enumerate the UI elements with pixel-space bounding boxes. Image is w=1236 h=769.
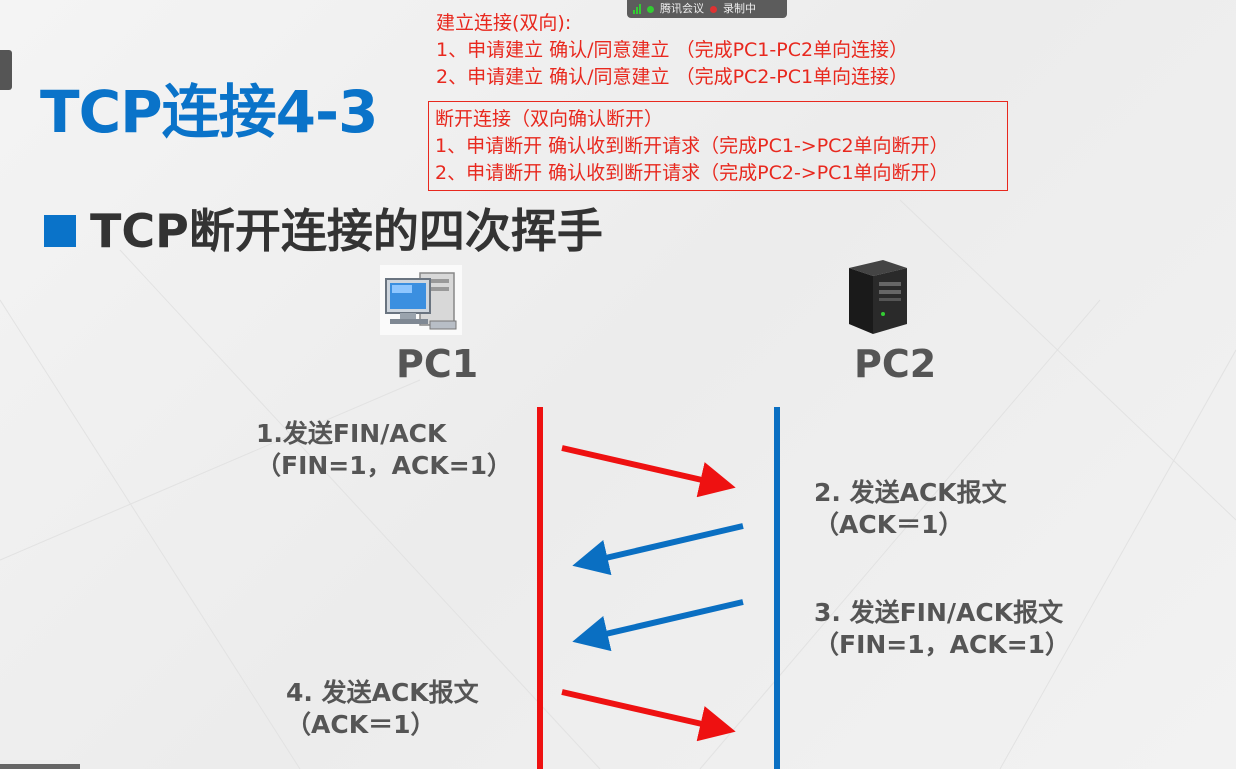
establish-line-2: 2、申请建立 确认/同意建立 （完成PC2-PC1单向连接）	[436, 66, 909, 88]
recording-label: 录制中	[723, 2, 756, 15]
step4-flags: （ACK＝1）	[286, 710, 436, 739]
disconnect-connection-note: 断开连接（双向确认断开） 1、申请断开 确认收到断开请求（完成PC1->PC2单…	[428, 101, 1008, 191]
establish-heading: 建立连接(双向):	[436, 12, 572, 34]
establish-line-1: 1、申请建立 确认/同意建立 （完成PC1-PC2单向连接）	[436, 39, 909, 61]
disconnect-line-1: 1、申请断开 确认收到断开请求（完成PC1->PC2单向断开）	[435, 135, 949, 157]
meeting-status-bar[interactable]: 腾讯会议 录制中	[627, 0, 787, 18]
step4-arrow	[561, 689, 736, 742]
bullet-square-icon	[44, 215, 76, 247]
step1-arrow	[561, 445, 736, 498]
slide-title: TCP连接4-3	[40, 78, 378, 146]
server-tower-icon	[849, 260, 907, 334]
slide-subtitle: TCP断开连接的四次挥手	[44, 196, 603, 266]
disconnect-heading: 断开连接（双向确认断开）	[435, 108, 664, 130]
pc1-label: PC1	[396, 342, 479, 386]
signal-strength-icon	[633, 4, 641, 14]
step2-flags: （ACK＝1）	[814, 510, 964, 539]
taskbar-stub	[0, 764, 80, 769]
desktop-computer-icon	[380, 265, 462, 335]
step1-flags: （FIN=1，ACK=1）	[256, 451, 513, 480]
step2-label: 2. 发送ACK报文 （ACK＝1）	[814, 477, 1007, 541]
recording-icon	[710, 5, 717, 13]
step1-action: 1.发送FIN/ACK	[256, 419, 447, 448]
network-status-icon	[647, 5, 654, 13]
step2-arrow	[572, 523, 744, 576]
step3-label: 3. 发送FIN/ACK报文 （FIN=1，ACK=1）	[814, 597, 1070, 661]
step2-action: 2. 发送ACK报文	[814, 478, 1007, 507]
step4-action: 4. 发送ACK报文	[286, 678, 479, 707]
pc2-label: PC2	[854, 342, 937, 386]
step3-flags: （FIN=1，ACK=1）	[814, 630, 1071, 659]
meeting-app-name: 腾讯会议	[660, 2, 704, 15]
step1-label: 1.发送FIN/ACK （FIN=1，ACK=1）	[256, 418, 512, 482]
side-panel-tab[interactable]	[0, 50, 12, 90]
step3-arrow	[572, 599, 744, 652]
disconnect-line-2: 2、申请断开 确认收到断开请求（完成PC2->PC1单向断开）	[435, 162, 949, 184]
step4-label: 4. 发送ACK报文 （ACK＝1）	[286, 677, 479, 741]
subtitle-text: TCP断开连接的四次挥手	[90, 204, 603, 258]
step3-action: 3. 发送FIN/ACK报文	[814, 598, 1064, 627]
establish-connection-note: 建立连接(双向): 1、申请建立 确认/同意建立 （完成PC1-PC2单向连接）…	[436, 10, 908, 91]
